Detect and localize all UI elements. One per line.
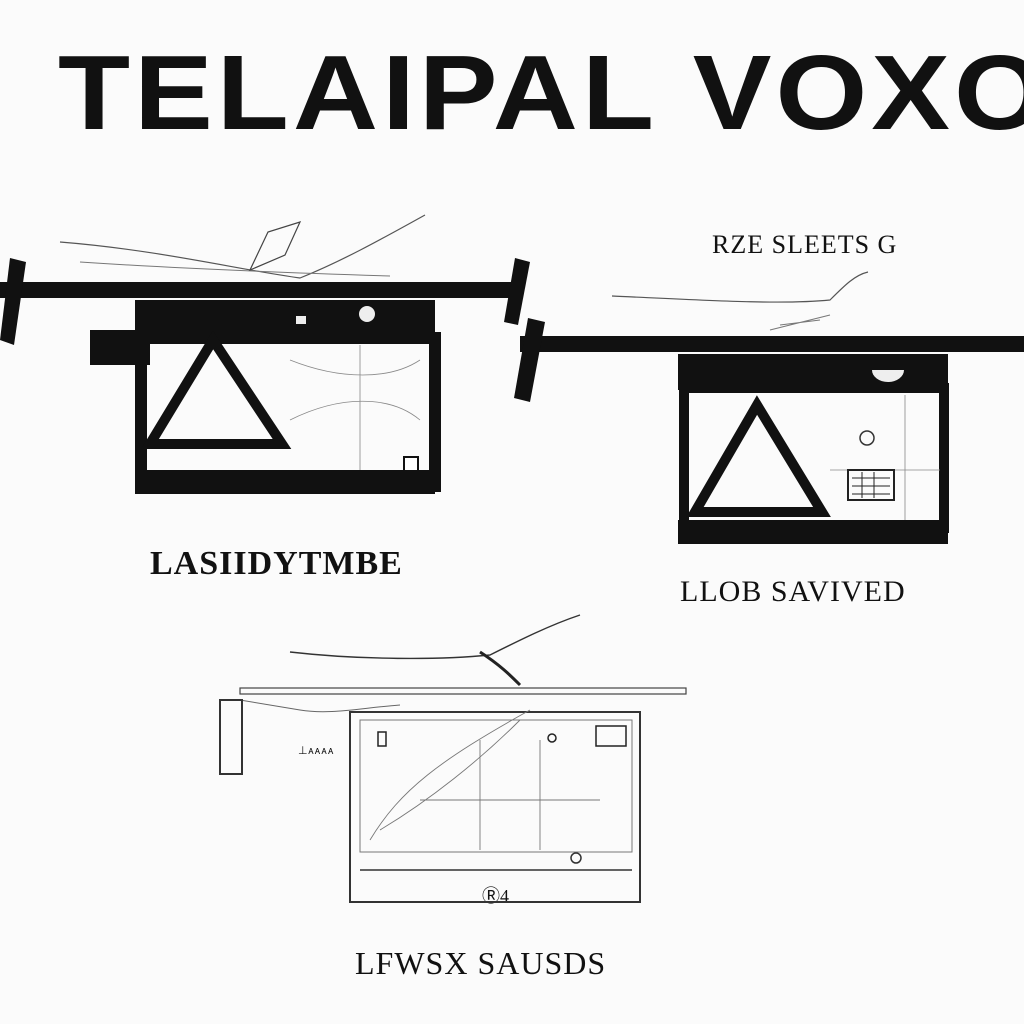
device-b-arm <box>520 336 1024 352</box>
device-b-dial-icon <box>859 430 875 446</box>
device-c-interior-sketch <box>369 709 600 850</box>
device-b-base <box>678 520 948 544</box>
device-c-handle <box>219 699 243 775</box>
device-c-arm-sketch <box>239 699 401 713</box>
device-c <box>219 614 687 903</box>
device-a-arm <box>0 282 512 298</box>
device-a-indicator-icon <box>403 456 419 472</box>
device-a-right-tip <box>504 258 530 325</box>
device-b-wing-sketch <box>611 271 869 303</box>
device-a-frame <box>135 332 441 492</box>
device-b-caption: LLOB SAVIVED <box>680 575 906 608</box>
device-a-propeller-sketch <box>248 221 302 272</box>
device-c-wing-tip <box>479 650 522 687</box>
device-a-triangle <box>141 330 292 449</box>
device-a-port-icon <box>296 316 306 324</box>
device-a-wing-sketch-2 <box>79 261 391 277</box>
device-c-screen <box>359 719 633 853</box>
device-a-left-tip <box>0 258 26 345</box>
device-a-base <box>135 470 435 494</box>
device-a-interior-sketch <box>289 345 421 470</box>
device-c-side-label: ⊥ᴀᴀᴀᴀ <box>298 746 334 758</box>
device-c-wing-sketch <box>289 614 581 660</box>
device-a <box>0 214 530 494</box>
device-a-sensor-icon <box>359 306 375 322</box>
device-c-indicator-icon <box>595 725 627 747</box>
device-c-caption: LFWSX SAUSDS <box>355 945 607 981</box>
device-c-arm <box>239 687 687 695</box>
device-c-sensor-icon <box>547 733 557 743</box>
device-a-wing-sketch <box>59 214 426 279</box>
page-title: TELAIPAL VOXO <box>58 33 1024 153</box>
device-c-button-icon <box>570 852 582 864</box>
device-a-caption: LASIIDYTMBE <box>150 545 403 582</box>
device-b-blade-sketch <box>769 314 831 331</box>
device-c-port-icon <box>377 731 387 747</box>
device-b-header-label: RZE SLEETS G <box>712 230 898 259</box>
device-b-left-tip <box>514 318 545 402</box>
device-b <box>514 271 1024 544</box>
device-b-sensor-icon <box>872 370 904 382</box>
device-b-grid-lines <box>852 472 890 498</box>
device-c-frame <box>349 711 641 903</box>
device-b-triangle <box>686 395 831 517</box>
device-b-grid-icon <box>847 469 895 501</box>
